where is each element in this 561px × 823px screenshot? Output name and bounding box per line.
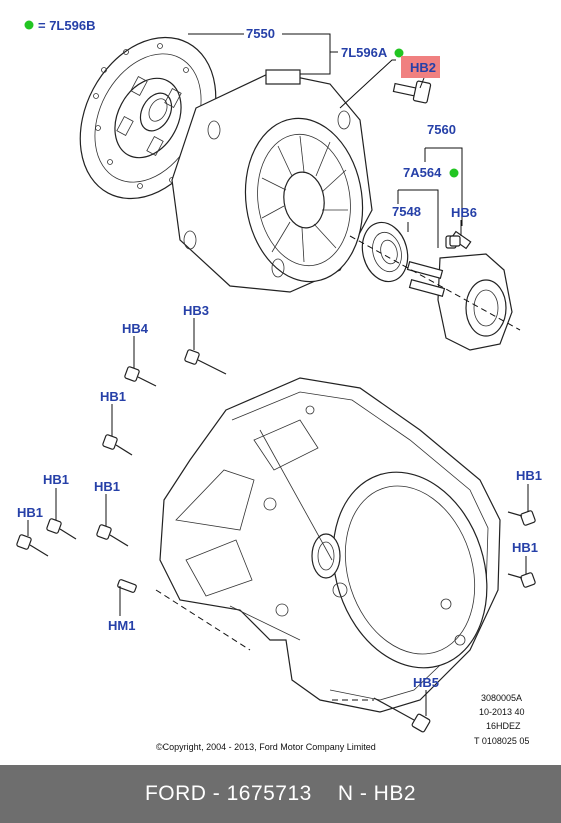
label-hb1-d: HB1 [17,505,43,520]
label-hb2: HB2 [410,60,436,75]
release-bearing [361,221,409,283]
green-marker-7a564 [449,168,459,178]
ref-line-1: 3080005A [481,693,522,703]
bolt-hb2 [392,80,432,104]
bolt-hb1-e [507,510,536,526]
ref-line-2: 10-2013 40 [479,707,525,717]
copyright-text: ©Copyright, 2004 - 2013, Ford Motor Comp… [156,742,376,752]
pressure-plate [171,69,373,293]
label-hb1-c: HB1 [94,479,120,494]
bolt-hb1-c [96,524,129,547]
label-hb1-e: HB1 [516,468,542,483]
label-hb3: HB3 [183,303,209,318]
label-7a564: 7A564 [403,165,442,180]
bolt-hb1-d [16,534,49,557]
label-hm1: HM1 [108,618,135,633]
label-hb6: HB6 [451,205,477,220]
label-7l596a: 7L596A [341,45,388,60]
label-hb1-a: HB1 [100,389,126,404]
label-7548: 7548 [392,204,421,219]
green-marker-7l596a [394,48,404,58]
label-7560: 7560 [427,122,456,137]
hb2-highlight [401,56,440,78]
bolt-hb1-b [46,518,77,540]
legend-marker [24,20,34,30]
label-hb4: HB4 [122,321,149,336]
part-number-bar: FORD - 1675713 N - HB2 [0,765,561,823]
slave-cylinder [406,230,513,351]
bolt-hb1-a [102,434,133,456]
ref-line-4: T 0108025 05 [474,736,529,746]
label-hb1-b: HB1 [43,472,69,487]
parts-diagram: = 7L596B [16,18,542,752]
legend-text: = 7L596B [38,18,95,33]
bolt-hb3 [184,349,227,375]
gearbox-housing [159,377,501,713]
part-number-text: FORD - 1675713 [144,782,312,805]
bolt-hb5 [373,697,431,733]
label-7550: 7550 [246,26,275,41]
label-hb1-f: HB1 [512,540,538,555]
bolt-hb6 [449,235,461,247]
leader-lines [27,33,529,716]
part-code-text: N - HB2 [337,782,417,805]
bolt-hb1-f [507,572,536,588]
bolt-hb4 [124,366,157,387]
label-hb5: HB5 [413,675,439,690]
ref-line-3: 16HDEZ [486,721,521,731]
dowel-hm1 [117,579,137,593]
